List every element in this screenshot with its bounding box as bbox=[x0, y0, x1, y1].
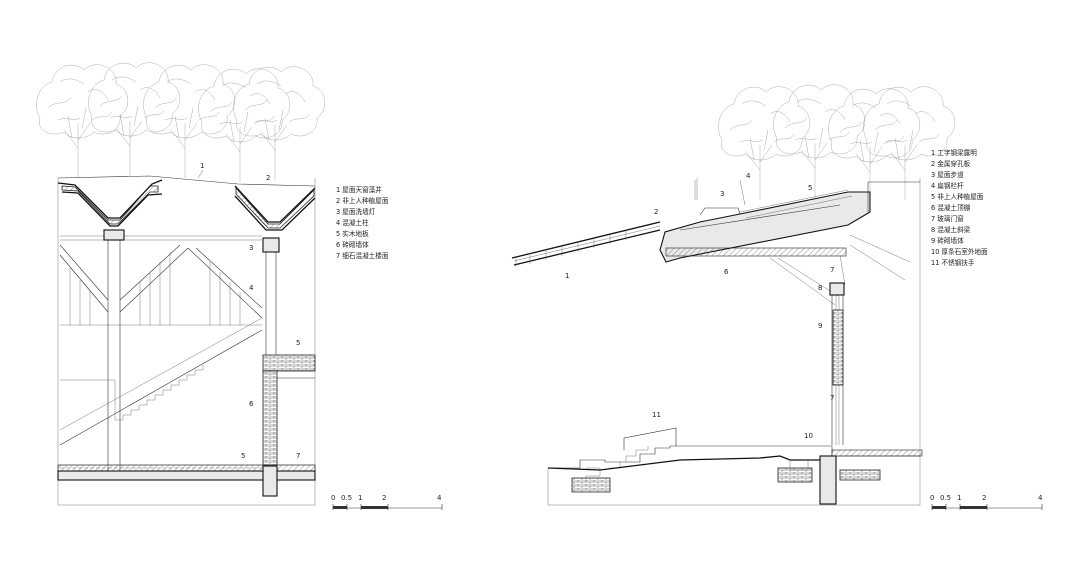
right-legend-item: 1 工字钢梁露明 bbox=[931, 148, 977, 157]
left-callout-2: 2 bbox=[266, 174, 270, 182]
right-legend-item: 2 金属穿孔板 bbox=[931, 159, 971, 168]
left-callout-1: 1 bbox=[200, 162, 204, 170]
left-legend-item: 5 实木地板 bbox=[336, 229, 369, 238]
left-legend: 1 屋面天窗藻井 2 非上人种植屋面 3 屋面洗墙灯 4 混凝土柱 5 实木地板… bbox=[336, 185, 389, 260]
steel-canopy bbox=[511, 221, 661, 267]
right-callout-9: 9 bbox=[818, 322, 822, 330]
right-section: 1 2 3 4 5 6 7 8 9 7 10 11 1 工字钢梁露明 2 金属穿… bbox=[511, 84, 1043, 510]
right-legend-item: 3 屋面步道 bbox=[931, 170, 964, 179]
left-callout-5b: 5 bbox=[241, 452, 245, 460]
stair bbox=[59, 317, 263, 446]
right-callout-1: 1 bbox=[565, 272, 569, 280]
right-legend-item: 4 扁钢栏杆 bbox=[931, 181, 964, 190]
left-callout-5a: 5 bbox=[296, 339, 300, 347]
scale-label: 0 bbox=[331, 494, 335, 502]
right-scale-bar: 0 0.5 1 2 4 bbox=[930, 494, 1043, 510]
right-callout-10: 10 bbox=[804, 432, 813, 440]
left-callout-7: 7 bbox=[296, 452, 300, 460]
scale-label: 2 bbox=[382, 494, 386, 502]
right-callout-7b: 7 bbox=[830, 394, 834, 402]
stainless-handrail bbox=[623, 427, 677, 450]
left-legend-item: 4 混凝土柱 bbox=[336, 218, 369, 227]
scale-label: 0.5 bbox=[940, 494, 951, 502]
roof-coffers bbox=[57, 179, 316, 231]
right-legend-item: 9 砖砌墙体 bbox=[931, 236, 964, 245]
right-callout-5: 5 bbox=[808, 184, 812, 192]
right-callout-7a: 7 bbox=[830, 266, 834, 274]
right-legend: 1 工字钢梁露明 2 金属穿孔板 3 屋面步道 4 扁钢栏杆 5 非上人种植屋面… bbox=[931, 148, 988, 267]
scale-label: 4 bbox=[1038, 494, 1043, 502]
left-legend-item: 7 细石混凝土楼面 bbox=[336, 251, 389, 260]
scale-label: 4 bbox=[437, 494, 442, 502]
left-scale-bar: 0 0.5 1 2 4 bbox=[331, 494, 443, 510]
left-section: 1 2 3 4 5 6 5 7 1 屋面天窗藻井 2 非上人种植屋面 3 屋面洗… bbox=[36, 62, 443, 510]
right-callout-8: 8 bbox=[818, 284, 822, 292]
scale-label: 1 bbox=[358, 494, 362, 502]
scale-label: 2 bbox=[982, 494, 986, 502]
left-legend-item: 1 屋面天窗藻井 bbox=[336, 185, 382, 194]
left-floor bbox=[57, 464, 316, 497]
left-callout-3: 3 bbox=[249, 244, 253, 252]
right-callout-4: 4 bbox=[746, 172, 751, 180]
left-callout-4: 4 bbox=[249, 284, 254, 292]
right-callout-6: 6 bbox=[724, 268, 729, 276]
sloped-roof bbox=[659, 178, 920, 263]
right-callout-11: 11 bbox=[652, 411, 661, 419]
left-callouts: 1 2 3 4 5 6 5 7 bbox=[197, 162, 300, 460]
right-legend-item: 5 非上人种植屋面 bbox=[931, 192, 984, 201]
right-legend-item: 10 厚条石室外地面 bbox=[931, 247, 988, 256]
right-legend-item: 7 玻璃门窗 bbox=[931, 214, 964, 223]
right-callouts: 1 2 3 4 5 6 7 8 9 7 10 11 bbox=[565, 172, 834, 440]
scale-label: 0 bbox=[930, 494, 934, 502]
left-frame-edges bbox=[57, 178, 316, 505]
left-trees bbox=[36, 62, 326, 183]
left-callout-6: 6 bbox=[249, 400, 254, 408]
left-legend-item: 2 非上人种植屋面 bbox=[336, 196, 389, 205]
stepped-ground bbox=[547, 178, 923, 506]
left-legend-item: 6 砖砌墙体 bbox=[336, 240, 369, 249]
left-legend-item: 3 屋面洗墙灯 bbox=[336, 207, 376, 216]
right-callout-3: 3 bbox=[720, 190, 724, 198]
right-legend-item: 8 混凝土斜梁 bbox=[931, 225, 971, 234]
scale-label: 0.5 bbox=[341, 494, 352, 502]
right-trees bbox=[718, 84, 956, 203]
right-legend-item: 11 不锈钢扶手 bbox=[931, 258, 975, 267]
tree-column-structure bbox=[59, 229, 263, 475]
right-legend-item: 6 混凝土顶棚 bbox=[931, 203, 971, 212]
scale-label: 1 bbox=[957, 494, 961, 502]
right-callout-2: 2 bbox=[654, 208, 658, 216]
concrete-column-cap bbox=[262, 237, 280, 253]
window-wall bbox=[829, 282, 845, 445]
